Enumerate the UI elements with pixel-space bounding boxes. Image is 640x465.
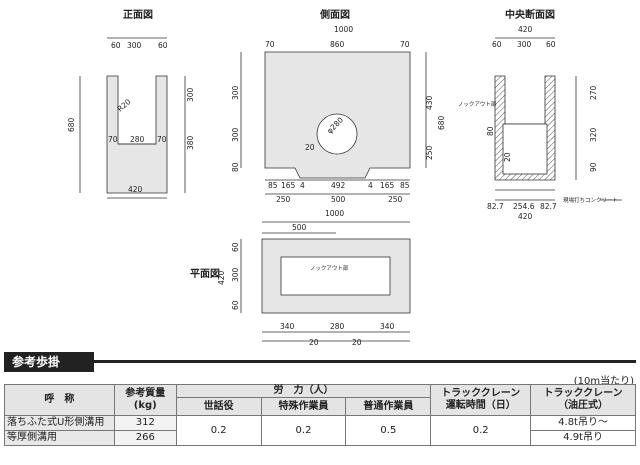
center-right-dim-1: 270 [589, 85, 598, 100]
side-bottom1-dim-4: 492 [331, 181, 346, 190]
front-inner-dim-3: 70 [157, 135, 167, 144]
plan-left-total: 420 [217, 270, 226, 285]
value-truck-spec-2: 4.9t吊り [530, 430, 636, 446]
side-bottom1-dim-1: 85 [268, 181, 278, 190]
side-right-total: 680 [437, 115, 446, 130]
row-name: 等厚側溝用 [4, 430, 115, 446]
front-top-dim-1: 60 [111, 41, 121, 50]
plan-top-total: 1000 [325, 209, 344, 218]
plan-bottom1-dim-1: 340 [280, 322, 295, 331]
center-dim-20: 20 [503, 152, 512, 162]
row-weight: 266 [113, 430, 177, 446]
plan-knockout-label: ノックアウト部 [310, 264, 349, 272]
front-view-drawing [79, 37, 186, 199]
center-bottom-dim-1: 82.7 [487, 202, 504, 211]
center-top-dim-3: 60 [546, 40, 556, 49]
section-title: 参考歩掛 [4, 352, 94, 372]
center-bottom-dim-2: 254.6 [513, 202, 535, 211]
front-view-title: 正面図 [123, 9, 153, 21]
side-bottom2-dim-2: 500 [331, 195, 346, 204]
plan-top-sub: 500 [292, 223, 307, 232]
side-view-drawing [240, 51, 427, 195]
center-concrete-label: 現場打ちコンクリート [563, 196, 618, 204]
side-view-title: 側面図 [319, 8, 350, 21]
side-right-dim-1: 430 [425, 95, 434, 110]
header-labor: 労 力（人） [175, 384, 432, 398]
header-truck-spec: トラッククレーン （油圧式） [530, 384, 636, 416]
center-section-drawing [494, 37, 622, 201]
plan-bottom1-dim-2: 280 [330, 322, 345, 331]
side-top-dim-2: 860 [330, 40, 345, 49]
center-top-dim-2: 300 [517, 40, 532, 49]
side-bottom2-dim-1: 250 [276, 195, 291, 204]
center-right-dim-3: 90 [589, 162, 598, 172]
labor-table: 呼 称 参考質量 (kg) 労 力（人） トラッククレーン 運転時間（日） トラ… [4, 384, 636, 446]
side-left-dim-2: 300 [231, 127, 240, 142]
side-bottom1-dim-5: 4 [368, 181, 373, 190]
center-right-dim-2: 320 [589, 127, 598, 142]
front-inner-dim-1: 70 [108, 135, 118, 144]
front-right-dim-2: 380 [186, 135, 195, 150]
side-right-dim-2: 250 [425, 145, 434, 160]
side-hole-r: 20 [305, 143, 315, 152]
side-left-dim-3: 80 [231, 162, 240, 172]
value-tokushu: 0.2 [260, 415, 347, 446]
side-bottom1-dim-7: 85 [400, 181, 410, 190]
front-top-dim-3: 60 [158, 41, 168, 50]
row-weight: 312 [113, 415, 177, 431]
plan-view-drawing [240, 221, 411, 342]
plan-left-dim-3: 60 [231, 300, 240, 310]
header-weight: 参考質量 (kg) [113, 384, 177, 416]
front-height-dim: 680 [67, 117, 76, 132]
side-left-dim-1: 300 [231, 85, 240, 100]
center-view-title: 中央断面図 [505, 8, 555, 21]
front-bottom-dim: 420 [128, 185, 143, 194]
row-name: 落ちふた式U形側溝用 [4, 415, 115, 431]
plan-left-dim-2: 300 [231, 267, 240, 282]
value-futsu: 0.5 [345, 415, 432, 446]
front-right-dim-1: 300 [186, 87, 195, 102]
section-rule [94, 360, 636, 363]
header-tokushu: 特殊作業員 [260, 397, 347, 416]
center-top-total: 420 [518, 25, 533, 34]
header-name: 呼 称 [4, 384, 115, 416]
unit-note: (10m当たり) [573, 376, 634, 387]
front-inner-dim-2: 280 [130, 135, 145, 144]
side-bottom1-dim-6: 165 [380, 181, 395, 190]
header-futsu: 普通作業員 [345, 397, 432, 416]
side-top-dim-1: 70 [265, 40, 275, 49]
side-bottom1-dim-3: 4 [300, 181, 305, 190]
center-top-dim-1: 60 [492, 40, 502, 49]
side-top-total: 1000 [334, 25, 353, 34]
value-truck-spec-1: 4.8t吊り〜 [530, 415, 636, 431]
plan-bottom2-dim-1: 20 [309, 338, 319, 347]
center-bottom-dim-3: 82.7 [540, 202, 557, 211]
plan-bottom1-dim-3: 340 [380, 322, 395, 331]
center-knockout-label: ノックアウト部 [458, 100, 497, 108]
engineering-drawing: 正面図 60 300 60 680 300 380 70 280 70 R20 … [67, 8, 622, 347]
center-small-dim: 80 [486, 126, 495, 136]
table-row: 等厚側溝用 266 4.9t吊り [4, 430, 636, 446]
value-sewa: 0.2 [175, 415, 262, 446]
side-bottom2-dim-3: 250 [388, 195, 403, 204]
plan-bottom2-dim-2: 20 [352, 338, 362, 347]
header-truck-time: トラッククレーン 運転時間（日） [430, 384, 532, 416]
side-bottom1-dim-2: 165 [281, 181, 296, 190]
value-truck-time: 0.2 [430, 415, 532, 446]
side-top-dim-3: 70 [400, 40, 410, 49]
header-sewa: 世話役 [175, 397, 262, 416]
center-bottom-total: 420 [518, 212, 533, 221]
front-top-dim-2: 300 [127, 41, 142, 50]
table-row: 落ちふた式U形側溝用 312 0.2 0.2 0.5 0.2 4.8t吊り〜 [4, 415, 636, 446]
plan-view-title: 平面図 [190, 268, 220, 280]
plan-left-dim-1: 60 [231, 242, 240, 252]
